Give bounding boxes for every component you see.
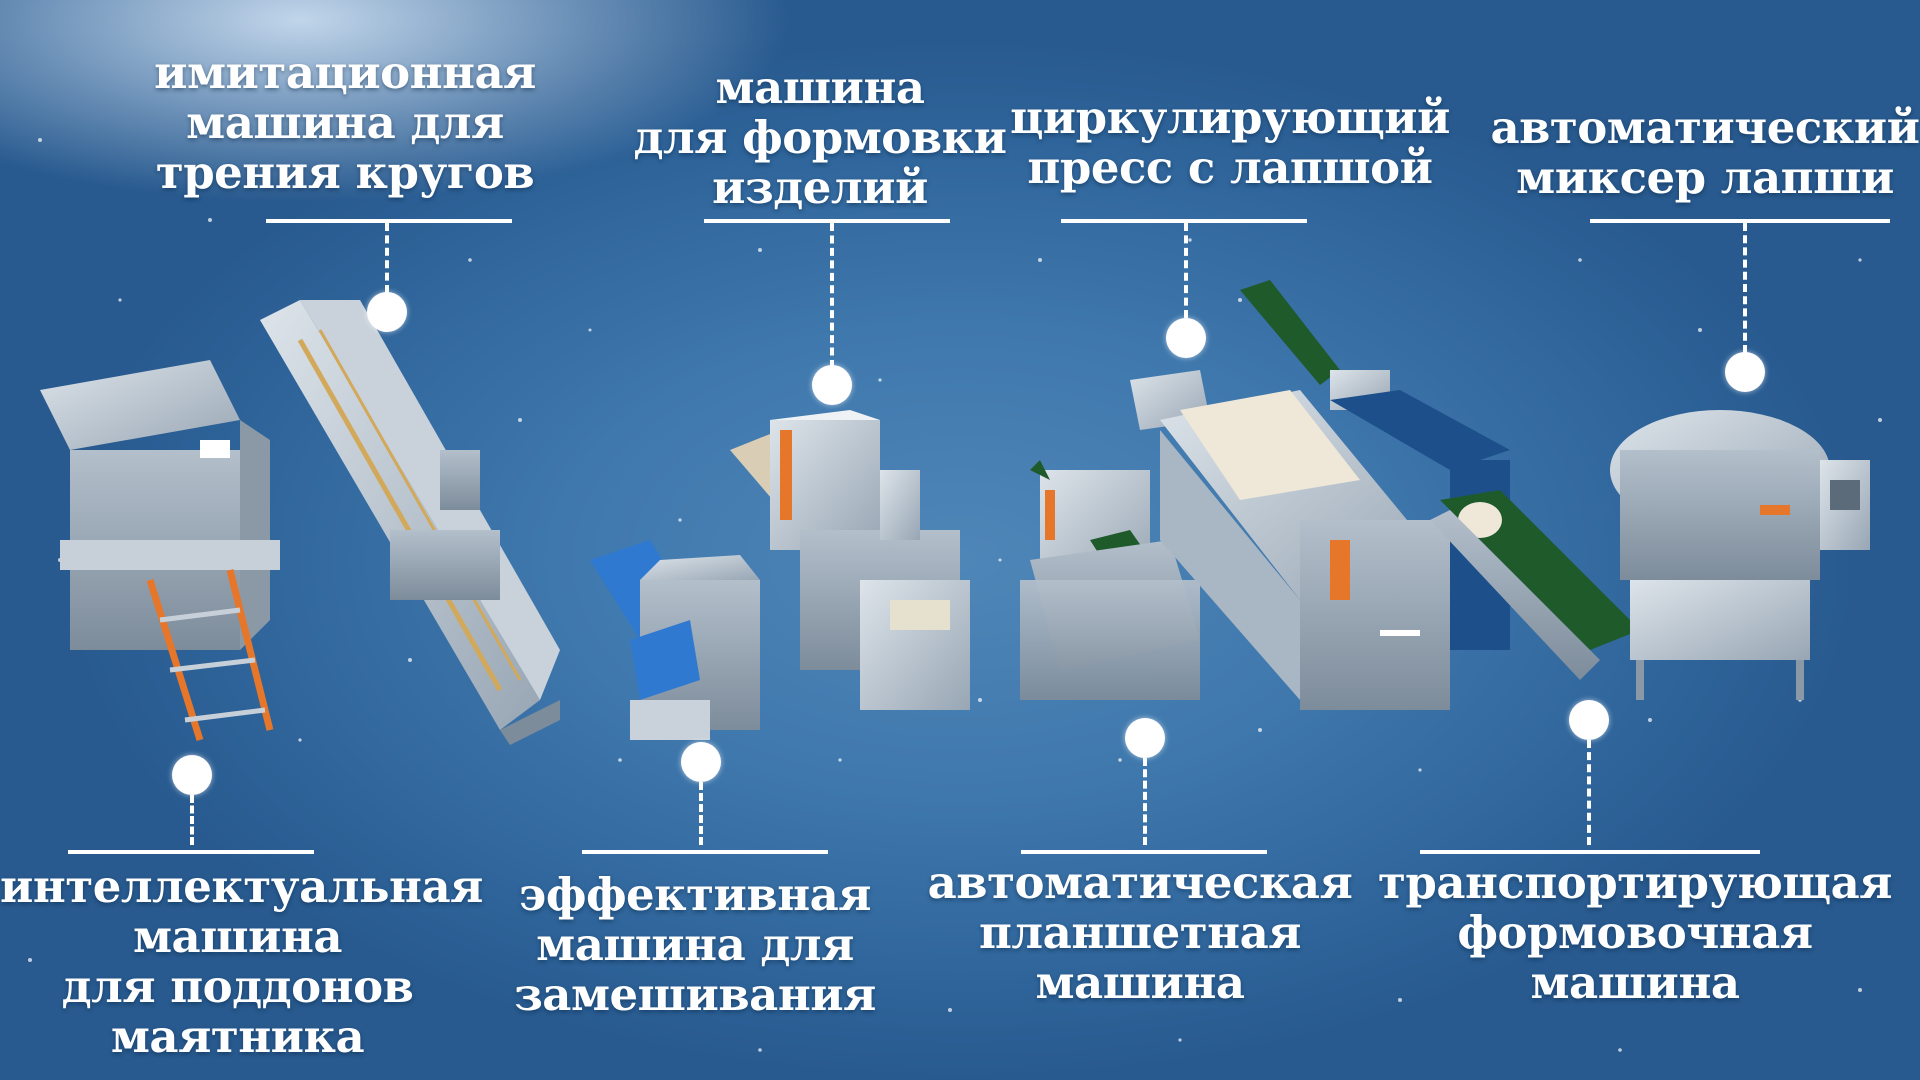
label-imitation-machine: имитационная машина для трения кругов <box>154 46 536 199</box>
marker-dot <box>812 365 852 405</box>
marker-dot <box>1569 700 1609 740</box>
circulating-noodle-press <box>1130 370 1450 710</box>
label-underline <box>266 219 512 223</box>
connector-line <box>1184 223 1188 318</box>
automatic-noodle-mixer <box>1610 410 1870 700</box>
marker-dot <box>172 755 212 795</box>
label-underline <box>704 219 950 223</box>
marker-dot <box>1166 318 1206 358</box>
imitation-rubbing-machine <box>260 300 560 745</box>
connector-line <box>190 795 194 845</box>
label-underline <box>1420 850 1760 854</box>
product-forming-machine <box>730 410 970 710</box>
label-pendulum-machine: интеллектуальная машина для поддонов мая… <box>0 860 483 1063</box>
label-conveyor-machine: транспортирующая формовочная машина <box>1377 856 1893 1009</box>
connector-line <box>1143 758 1147 845</box>
label-noodle-mixer: автоматический миксер лапши <box>1490 101 1920 204</box>
connector-line <box>830 223 834 368</box>
connector-line <box>1743 223 1747 353</box>
label-kneading-machine: эффективная машина для замешивания <box>514 868 876 1021</box>
connector-line <box>699 782 703 845</box>
label-underline <box>582 850 828 854</box>
automatic-tablet-machine <box>1020 460 1200 700</box>
label-circulating-press: циркулирующий пресс с лапшой <box>1010 91 1450 194</box>
label-underline <box>1590 219 1890 223</box>
label-underline <box>1021 850 1267 854</box>
conveyor-forming-machine <box>1240 280 1640 680</box>
connector-line <box>1587 740 1591 845</box>
connector-line <box>385 223 389 293</box>
marker-dot <box>367 292 407 332</box>
marker-dot <box>681 742 721 782</box>
label-underline <box>68 850 314 854</box>
marker-dot <box>1125 718 1165 758</box>
label-underline <box>1061 219 1307 223</box>
label-tablet-machine: автоматическая планшетная машина <box>927 856 1353 1009</box>
label-forming-machine: машина для формовки изделий <box>633 61 1007 214</box>
kneading-machine <box>590 540 760 740</box>
marker-dot <box>1725 352 1765 392</box>
pendulum-pallet-machine <box>40 360 280 742</box>
